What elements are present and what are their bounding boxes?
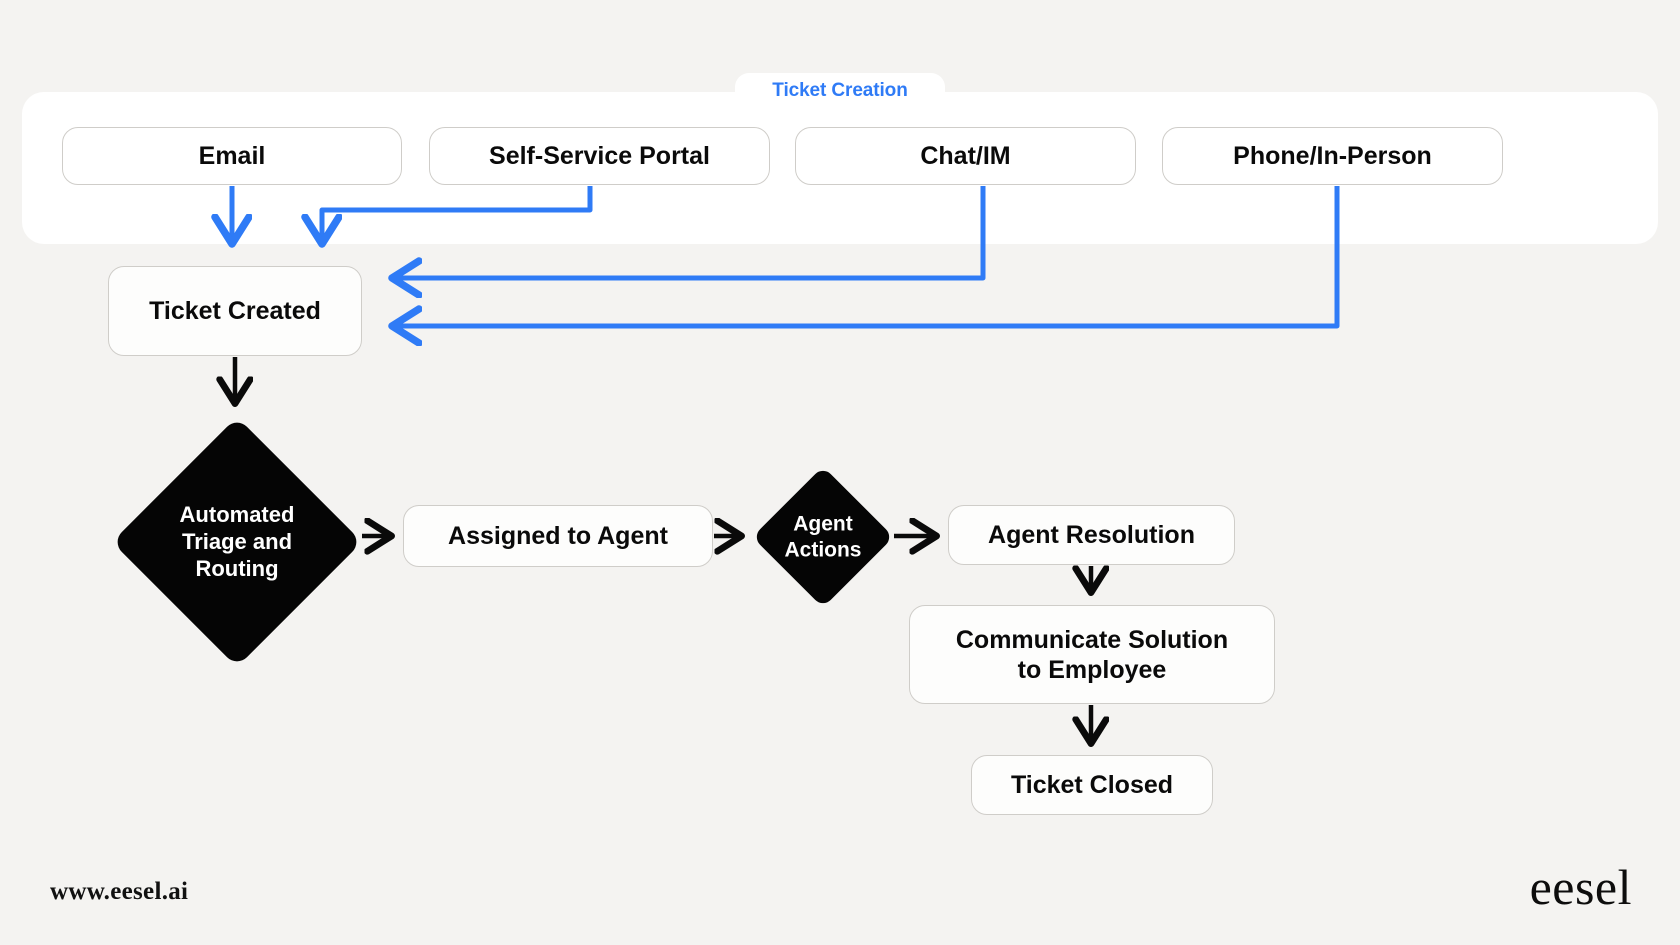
- node-automated-triage-and-routing[interactable]: Automated Triage and Routing: [111, 416, 363, 668]
- node-chat-im[interactable]: Chat/IM: [795, 127, 1136, 185]
- node-phone-in-person[interactable]: Phone/In-Person: [1162, 127, 1503, 185]
- node-automated-triage-label: Automated Triage and Routing: [112, 502, 362, 582]
- node-agent-actions-label: Agent Actions: [752, 511, 894, 562]
- footer-website-url[interactable]: www.eesel.ai: [50, 878, 189, 905]
- communicate-line-2: to Employee: [1017, 655, 1167, 684]
- node-communicate-solution-to-employee[interactable]: Communicate Solution to Employee: [909, 605, 1275, 704]
- triage-line-1: Automated: [179, 501, 295, 527]
- node-self-service-portal[interactable]: Self-Service Portal: [429, 127, 770, 185]
- triage-line-2: Triage and: [181, 528, 293, 554]
- node-ticket-created[interactable]: Ticket Created: [108, 266, 362, 356]
- node-assigned-to-agent[interactable]: Assigned to Agent: [403, 505, 713, 567]
- group-label-backdrop: [735, 73, 945, 113]
- communicate-line-1: Communicate Solution: [955, 625, 1229, 654]
- node-ticket-closed[interactable]: Ticket Closed: [971, 755, 1213, 815]
- triage-line-3: Routing: [195, 555, 279, 581]
- agent-actions-line-1: Agent: [793, 512, 853, 536]
- brand-logo-eesel: eesel: [1529, 859, 1632, 915]
- node-agent-actions[interactable]: Agent Actions: [752, 466, 894, 608]
- group-label-ticket-creation: Ticket Creation: [772, 80, 908, 101]
- agent-actions-line-2: Actions: [784, 538, 862, 561]
- node-email[interactable]: Email: [62, 127, 402, 185]
- node-agent-resolution[interactable]: Agent Resolution: [948, 505, 1235, 565]
